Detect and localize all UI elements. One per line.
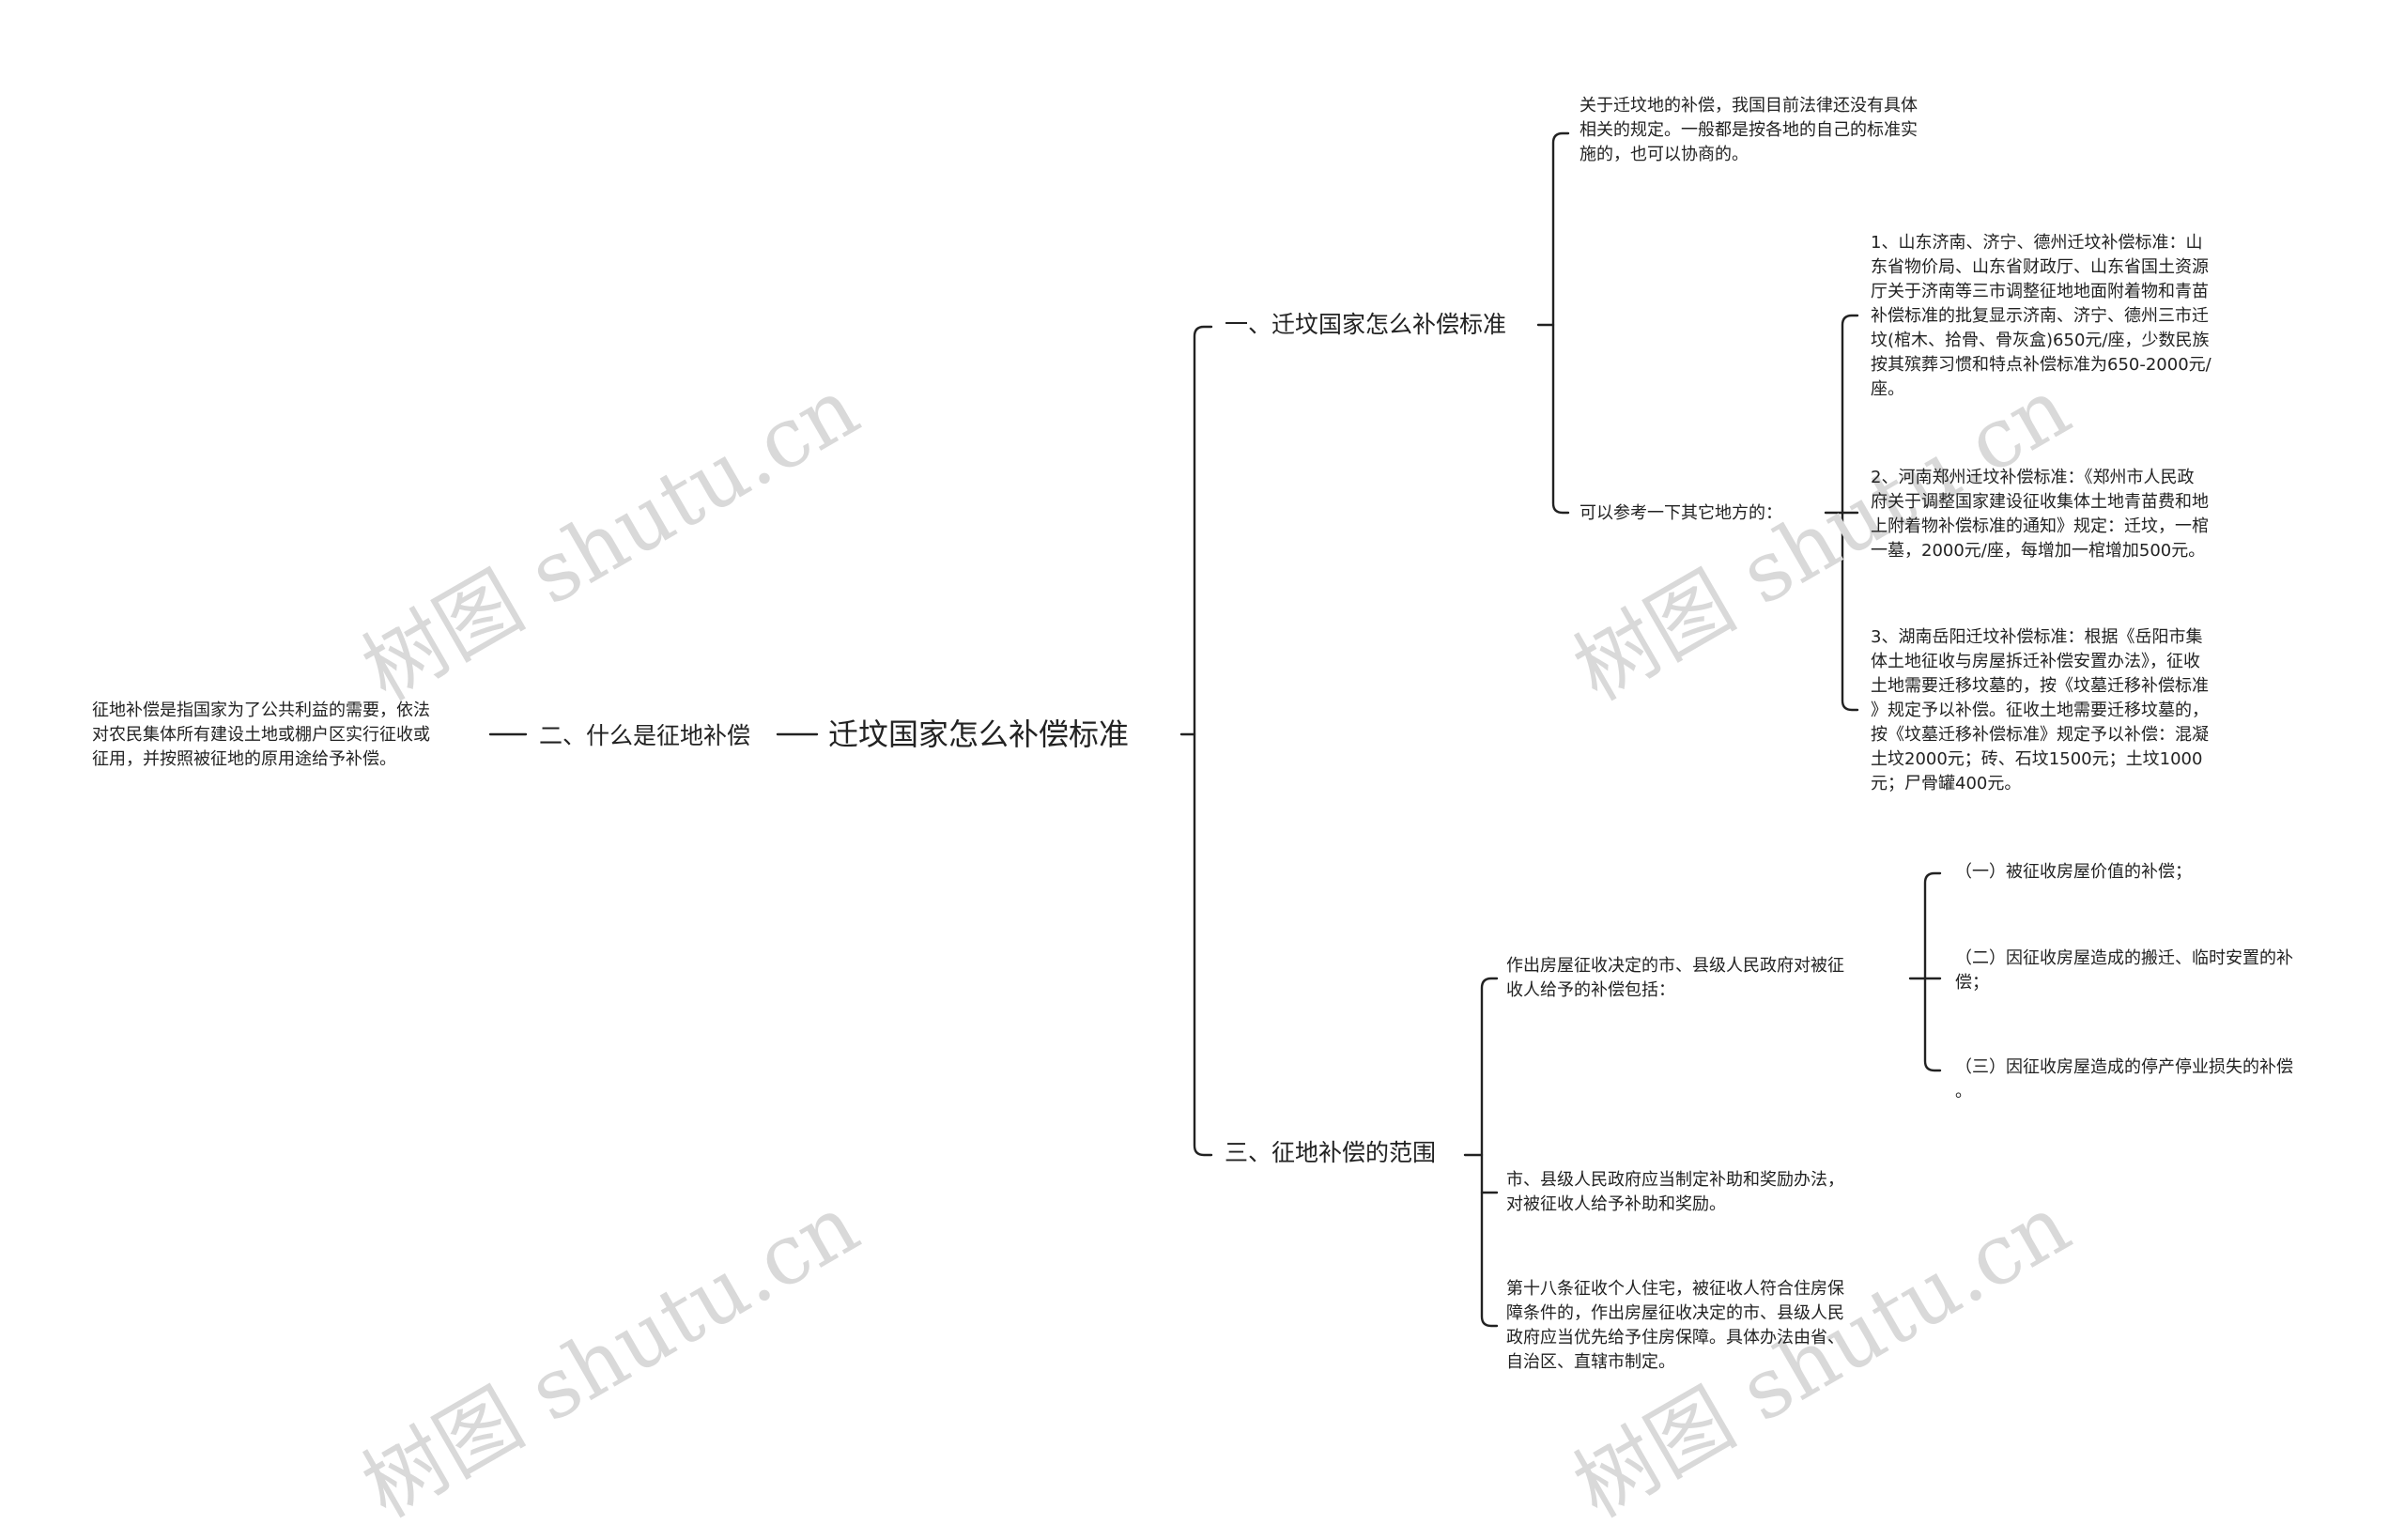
branch1-bracket bbox=[1551, 131, 1570, 515]
mind-map: 树图 shutu.cn 树图 shutu.cn 树图 shutu.cn 树图 s… bbox=[92, 96, 2293, 1536]
branch-grave-relocation-standard[interactable]: 一、迁坟国家怎么补偿标准 bbox=[1225, 311, 1507, 338]
scope-subitem-house-value[interactable]: （一）被征收房屋价值的补偿； bbox=[1955, 862, 2192, 882]
branch3-bracket bbox=[1480, 977, 1499, 1328]
root-node[interactable]: 迁坟国家怎么补偿标准 bbox=[828, 716, 1130, 752]
branch-what-is-compensation[interactable]: 二、什么是征地补偿 bbox=[539, 722, 751, 749]
scope-item-compensation-content[interactable]: 作出房屋征收决定的市、县级人民政府对被征 收人给予的补偿包括： bbox=[1506, 956, 1844, 1000]
branch-compensation-scope[interactable]: 三、征地补偿的范围 bbox=[1225, 1139, 1437, 1166]
scope-item-housing-guarantee[interactable]: 第十八条征收个人住宅，被征收人符合住房保 障条件的，作出房屋征收决定的市、县级人… bbox=[1506, 1279, 1844, 1372]
connector-lines bbox=[488, 131, 1942, 1328]
other-regions-label[interactable]: 可以参考一下其它地方的： bbox=[1580, 503, 1782, 523]
reference-shandong[interactable]: 1、山东济南、济宁、德州迁坟补偿标准：山 东省物价局、山东省财政厅、山东省国土资… bbox=[1871, 233, 2211, 399]
relocation-law-note[interactable]: 关于迁坟地的补偿，我国目前法律还没有具体 相关的规定。一般都是按各地的自己的标准… bbox=[1580, 96, 1918, 164]
reference-henan-zhengzhou[interactable]: 2、河南郑州迁坟补偿标准：《郑州市人民政 府关于调整国家建设征收集体土地青苗费和… bbox=[1871, 468, 2209, 561]
reference-hunan-yueyang[interactable]: 3、湖南岳阳迁坟补偿标准：根据《岳阳市集 体土地征收与房屋拆迁补偿安置办法》，征… bbox=[1871, 627, 2209, 793]
compensation-definition[interactable]: 征地补偿是指国家为了公共利益的需要，依法 对农民集体所有建设土地或棚户区实行征收… bbox=[92, 701, 430, 769]
scope-item-subsidy-reward[interactable]: 市、县级人民政府应当制定补助和奖励办法， 对被征收人给予补助和奖励。 bbox=[1506, 1170, 1844, 1214]
root-right-bracket bbox=[1193, 325, 1213, 1157]
scope-subitem-business-loss[interactable]: （三）因征收房屋造成的停产停业损失的补偿 。 bbox=[1955, 1057, 2293, 1101]
subitems-bracket bbox=[1923, 871, 1942, 1072]
scope-subitem-relocation[interactable]: （二）因征收房屋造成的搬迁、临时安置的补 偿； bbox=[1955, 948, 2293, 993]
